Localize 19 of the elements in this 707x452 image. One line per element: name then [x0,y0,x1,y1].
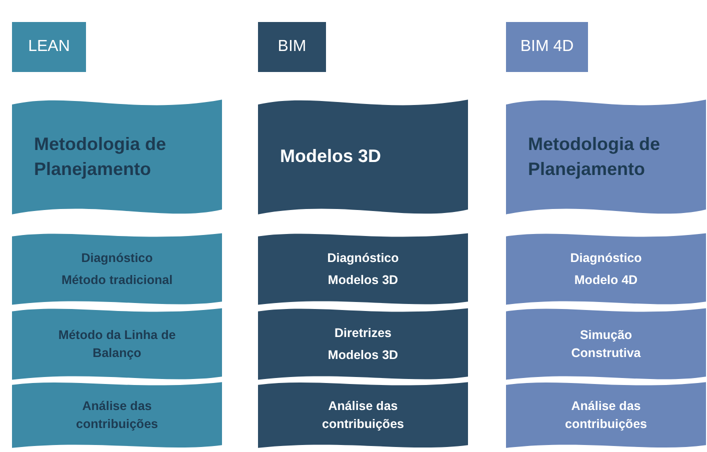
banner-title: Metodologia de Planejamento [34,132,167,181]
banner-text: Modelos 3D [328,272,398,289]
banner-text: Modelo 4D [574,272,638,289]
banner-text: Diagnóstico [570,250,642,267]
banner-text: Análise das contribuições [564,398,648,433]
banner-text: Diagnóstico [81,250,153,267]
banner-text: Diretrizes [334,324,392,342]
banner-text: Análise das contribuições [321,398,405,433]
banner-title: Metodologia de Planejamento [528,132,661,181]
tab-label: LEAN [28,37,70,57]
banner-text: Análise das contribuições [75,398,159,433]
banner-text: Método tradicional [61,272,173,289]
banner-text: Método da Linha de Balanço [57,326,177,362]
banner-text: Diagnóstico [327,250,399,267]
tab-label: BIM [278,37,306,57]
tab-label: BIM 4D [520,37,574,57]
banner-title: Modelos 3D [280,145,382,168]
banner-text: Simução Construtiva [570,326,642,362]
banner-text: Modelos 3D [328,347,398,364]
